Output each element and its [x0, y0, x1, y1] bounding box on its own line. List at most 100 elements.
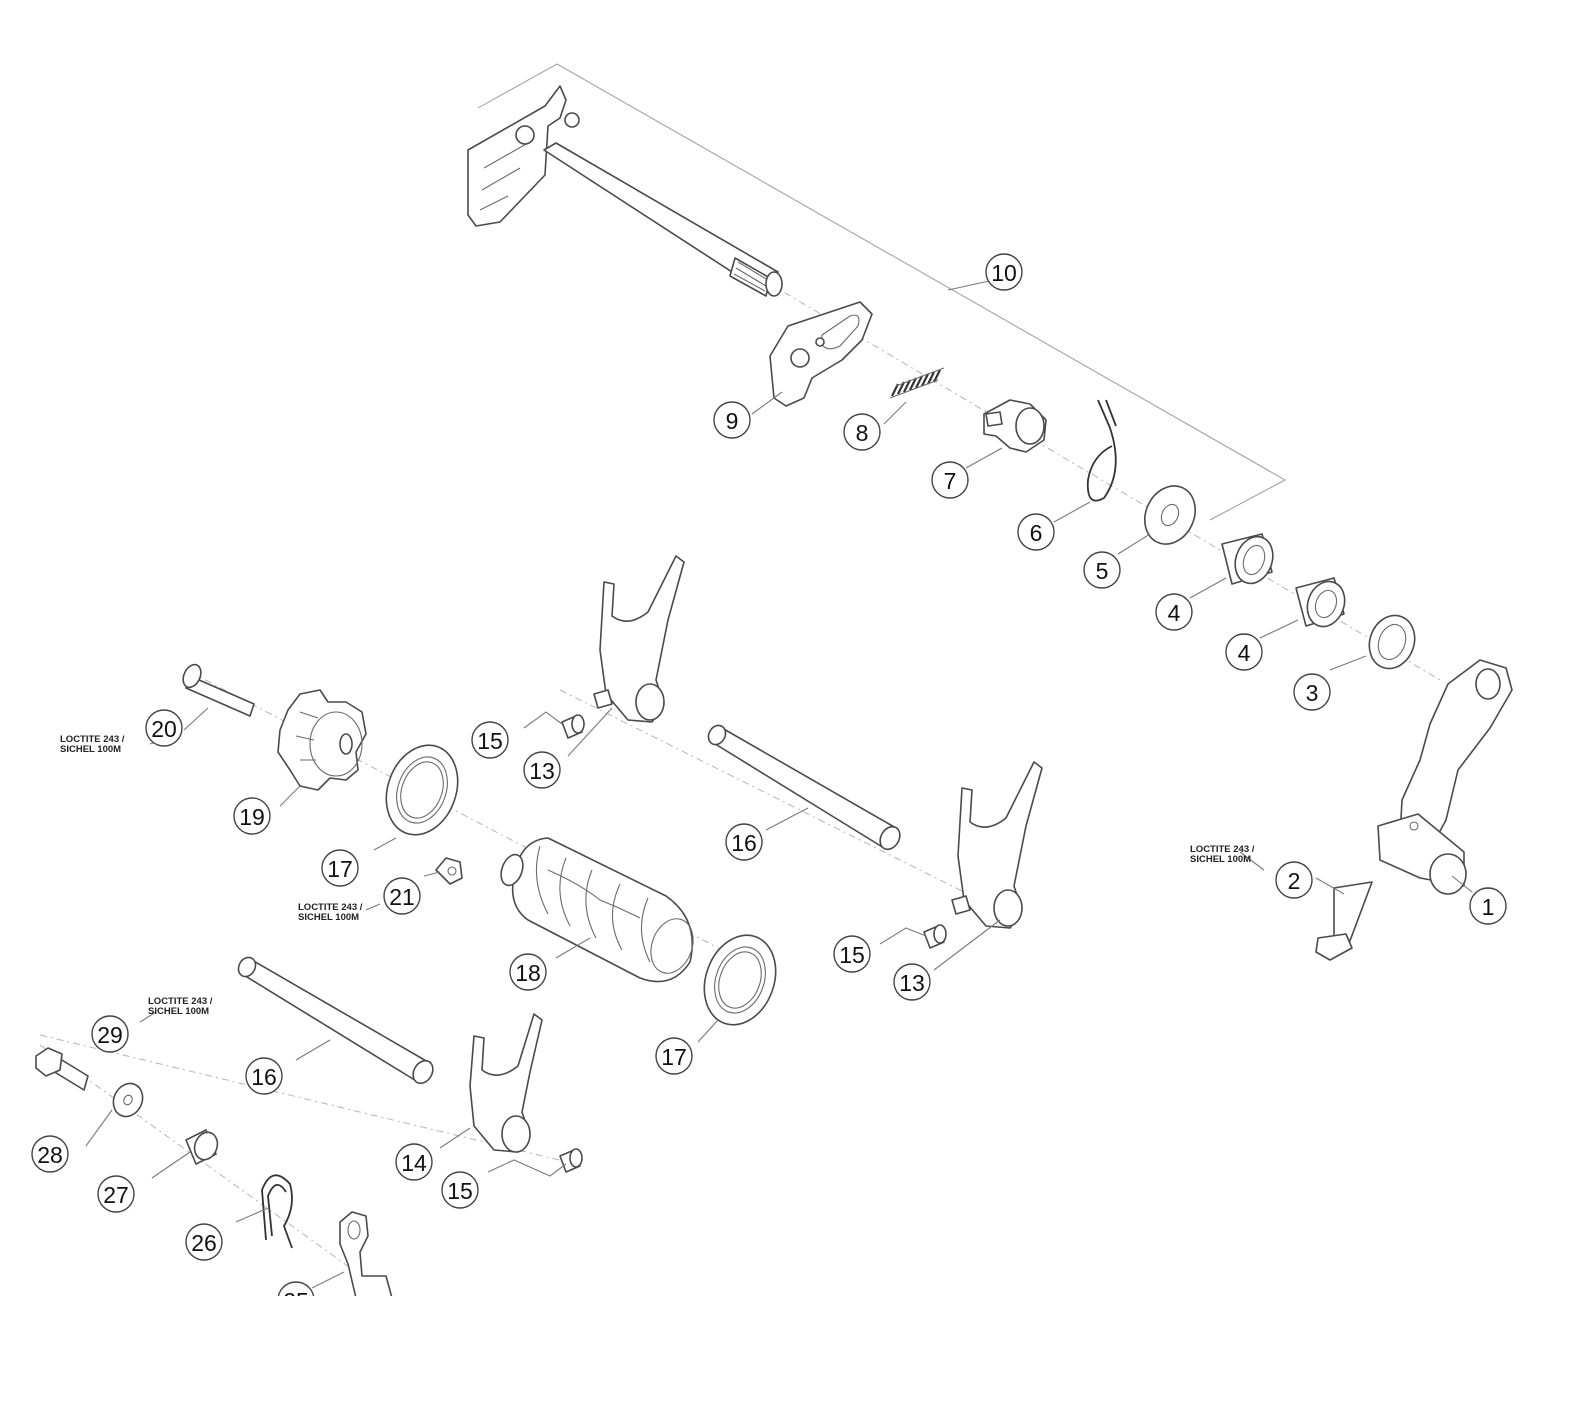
callout-10: 10: [985, 253, 1023, 291]
callout-14: 14: [395, 1143, 433, 1181]
part-roller-15a: [561, 714, 585, 739]
callout-number: 10: [991, 260, 1017, 286]
callout-number: 29: [97, 1022, 123, 1048]
note-line-2: SICHEL 100M: [60, 744, 121, 755]
callout-19: 19: [233, 797, 271, 835]
callout-number: 3: [1306, 680, 1319, 706]
part-shift-shaft: [467, 85, 783, 297]
callout-circle: [713, 401, 751, 439]
part-fork-rod-16a: [707, 724, 901, 851]
callout-circle: [1155, 593, 1193, 631]
callout-number: 4: [1168, 600, 1181, 626]
callout-number: 16: [731, 830, 757, 856]
callout-circle: [383, 877, 421, 915]
part-shift-fork-13b: [951, 761, 1043, 929]
callout-circle: [31, 1135, 69, 1173]
callout-5: 5: [1083, 551, 1121, 589]
callout-circle: [245, 1057, 283, 1095]
callout-3: 3: [1293, 673, 1331, 711]
callout-circle: [1469, 887, 1507, 925]
note-adhesive-2: LOCTITE 243 / SICHEL 100M: [1190, 844, 1255, 865]
callout-circle: [185, 1223, 223, 1261]
callout-number: 17: [661, 1044, 687, 1070]
callout-circle: [1017, 513, 1055, 551]
part-seal-3: [1368, 614, 1416, 670]
part-shift-lever-1: [1377, 659, 1513, 895]
callout-number: 27: [103, 1182, 129, 1208]
shift-shaft-axis: [769, 283, 1441, 681]
callout-bubbles: 1234456789101313141515151616171718192021…: [31, 253, 1507, 1319]
callout-17: 17: [321, 849, 359, 887]
callout-circle: [471, 721, 509, 759]
callout-number: 21: [389, 884, 415, 910]
note-line-1: LOCTITE 243 /: [1190, 844, 1255, 855]
callout-9: 9: [713, 401, 751, 439]
part-clip-6: [1086, 399, 1117, 502]
part-star-wheel-19: [277, 689, 367, 791]
callout-number: 16: [251, 1064, 277, 1090]
callout-circle: [725, 823, 763, 861]
fork-rod-axis-upper: [559, 689, 981, 901]
part-bearing-17a: [385, 744, 459, 836]
callout-number: 2: [1288, 868, 1301, 894]
note-line-2: SICHEL 100M: [148, 1006, 209, 1017]
callout-27: 27: [97, 1175, 135, 1213]
part-roller-15c: [559, 1148, 583, 1173]
part-bushing-4b: [1295, 577, 1346, 628]
callout-number: 17: [327, 856, 353, 882]
callout-number: 9: [726, 408, 739, 434]
callout-circle: [1225, 633, 1263, 671]
part-shift-drum-18: [500, 837, 694, 983]
callout-28: 28: [31, 1135, 69, 1173]
callout-circle: [985, 253, 1023, 291]
callout-21: 21: [383, 877, 421, 915]
lever-axis: [39, 1044, 396, 1301]
callout-circle: [509, 953, 547, 991]
crop-mask: [0, 1296, 1584, 1408]
callout-20: 20: [145, 709, 183, 747]
callout-number: 13: [899, 970, 925, 996]
callout-29: 29: [91, 1015, 129, 1053]
part-spring-8: [889, 367, 945, 399]
callout-number: 4: [1238, 640, 1251, 666]
part-bearing-17b: [703, 934, 777, 1026]
callout-circle: [843, 413, 881, 451]
callout-circle: [97, 1175, 135, 1213]
callout-circle: [441, 1171, 479, 1209]
part-shift-plate-9: [769, 301, 873, 407]
callout-26: 26: [185, 1223, 223, 1261]
callout-4: 4: [1225, 633, 1263, 671]
callout-circle: [1293, 673, 1331, 711]
callout-number: 26: [191, 1230, 217, 1256]
callout-6: 6: [1017, 513, 1055, 551]
callout-number: 5: [1096, 558, 1109, 584]
assembly-10-frame: [477, 63, 1287, 521]
callout-circle: [1083, 551, 1121, 589]
callout-17: 17: [655, 1037, 693, 1075]
callout-number: 6: [1030, 520, 1043, 546]
callout-number: 15: [447, 1178, 473, 1204]
callout-circle: [321, 849, 359, 887]
callout-circle: [523, 751, 561, 789]
callout-16: 16: [725, 823, 763, 861]
callout-15: 15: [441, 1171, 479, 1209]
part-bolt-20: [182, 663, 255, 717]
callout-number: 18: [515, 960, 541, 986]
part-clip-26: [261, 1174, 293, 1249]
part-lever-25: [339, 1211, 393, 1299]
part-shift-fork-13a: [593, 555, 685, 723]
part-bushing-4a: [1221, 533, 1274, 585]
callout-8: 8: [843, 413, 881, 451]
part-roller-15b: [923, 924, 947, 949]
callout-number: 15: [477, 728, 503, 754]
callout-number: 1: [1482, 894, 1495, 920]
note-line-1: LOCTITE 243 /: [148, 996, 213, 1007]
callout-circle: [833, 935, 871, 973]
part-bolt-29: [35, 1047, 89, 1091]
callout-circle: [655, 1037, 693, 1075]
note-adhesive-21: LOCTITE 243 / SICHEL 100M: [298, 902, 363, 923]
callout-number: 19: [239, 804, 265, 830]
callout-18: 18: [509, 953, 547, 991]
callout-15: 15: [471, 721, 509, 759]
